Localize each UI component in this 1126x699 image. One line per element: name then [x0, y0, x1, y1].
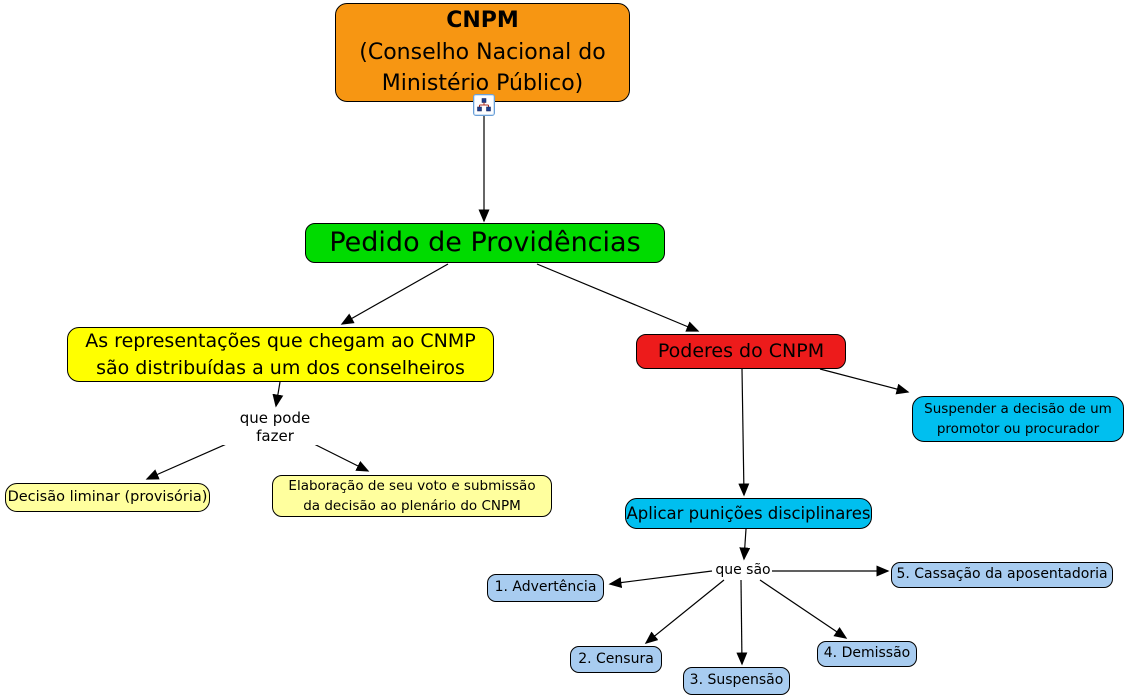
node-elaboracao-voto[interactable]: Elaboração de seu voto e submissão da de…	[272, 475, 552, 517]
link-label-que-pode-fazer[interactable]: que pode fazer	[220, 409, 330, 445]
node-aplicar-punicoes[interactable]: Aplicar punições disciplinares	[625, 498, 872, 529]
node-demissao[interactable]: 4. Demissão	[817, 641, 917, 667]
node-suspensao[interactable]: 3. Suspensão	[683, 667, 790, 695]
arrow-aplicar-to-label	[739, 528, 751, 561]
hierarchy-glyph	[477, 98, 491, 112]
node-decisao-liminar[interactable]: Decisão liminar (provisória)	[5, 483, 210, 512]
node-poderes-do-cnpm[interactable]: Poderes do CNPM	[636, 334, 846, 369]
arrow-label-to-demissao	[759, 579, 848, 639]
arrow-pedido-to-representacoes	[340, 263, 449, 325]
arrow-pedido-to-poderes	[536, 263, 700, 332]
node-censura[interactable]: 2. Censura	[570, 646, 662, 673]
node-cnpm[interactable]: CNPM (Conselho Nacional do Ministério Pú…	[335, 3, 630, 102]
cnpm-subtitle: (Conselho Nacional do Ministério Público…	[359, 39, 606, 97]
arrow-label-to-suspensao	[736, 579, 748, 666]
arrow-label-to-advertencia	[608, 570, 713, 589]
link-label-que-sao[interactable]: que são	[714, 562, 772, 578]
cnpm-title: CNPM	[446, 7, 519, 33]
arrow-label-to-censura	[644, 579, 725, 644]
node-pedido-de-providencias[interactable]: Pedido de Providências	[305, 223, 665, 263]
arrow-poderes-to-suspender	[819, 368, 910, 395]
resource-tree-icon[interactable]	[473, 94, 495, 116]
node-advertencia[interactable]: 1. Advertência	[487, 574, 604, 602]
node-cassacao-aposentadoria[interactable]: 5. Cassação da aposentadoria	[891, 562, 1113, 588]
arrow-poderes-to-aplicar	[738, 368, 750, 497]
arrow-representacoes-to-label	[272, 381, 284, 408]
node-representacoes[interactable]: As representações que chegam ao CNMP são…	[67, 327, 494, 382]
node-suspender-decisao[interactable]: Suspender a decisão de um promotor ou pr…	[912, 396, 1124, 442]
